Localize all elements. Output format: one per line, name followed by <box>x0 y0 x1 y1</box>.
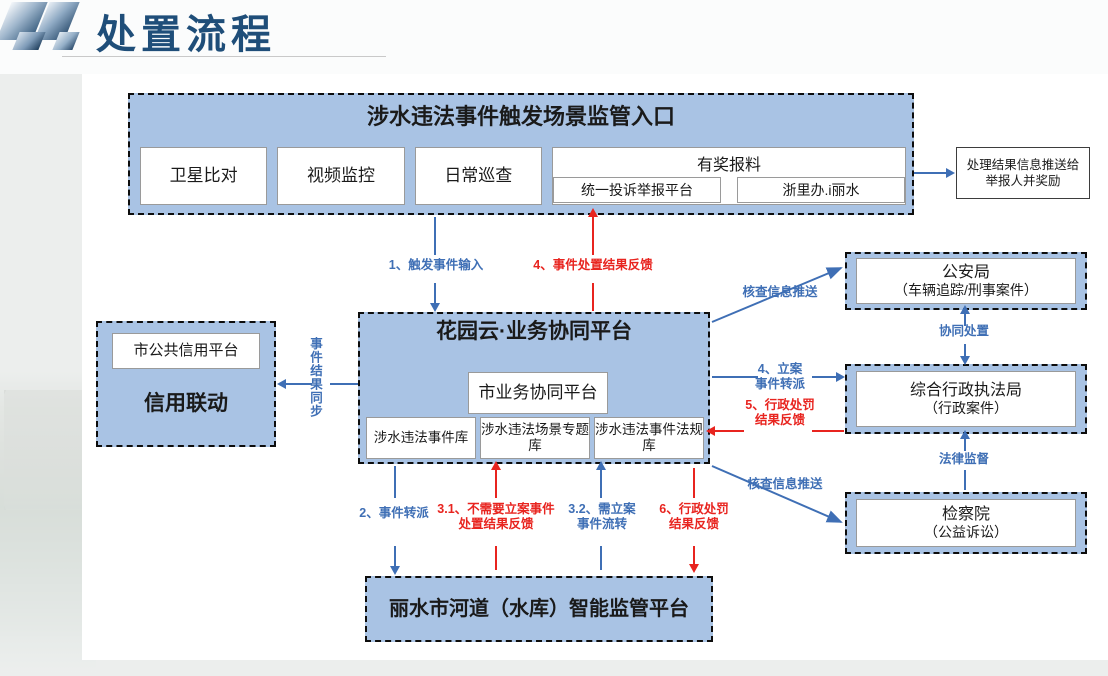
procuratorate-box[interactable]: 检察院 （公益诉讼） <box>856 499 1076 547</box>
conn-penalty6-lower <box>693 546 695 566</box>
center-inner-platform[interactable]: 市业务协同平台 <box>468 372 608 414</box>
source-video[interactable]: 视频监控 <box>277 147 405 205</box>
label-event-result-sync: 事件结果同步 <box>308 337 322 418</box>
conn-coop-lower <box>964 344 966 358</box>
channel-zhelibanisihui[interactable]: 浙里办.i丽水 <box>736 177 905 203</box>
label-trigger-input: 1、触发事件输入 <box>388 258 484 272</box>
conn-center-to-police <box>711 267 843 323</box>
conn-needcase-lower <box>600 546 602 570</box>
center-platform-title: 花园云·业务协同平台 <box>436 320 632 343</box>
label-penalty-feedback-5: 5、行政处罚 结果反馈 <box>745 398 815 427</box>
arrowhead-to-credit <box>277 379 286 389</box>
conn-legal-upper <box>964 437 966 451</box>
repo-event-library[interactable]: 涉水违法事件库 <box>366 417 476 459</box>
agency-node-police: 公安局 （车辆追踪/刑事案件） <box>845 252 1087 310</box>
conn-center-to-credit-left <box>286 383 312 385</box>
enforcement-name: 综合行政执法局 <box>909 382 1022 399</box>
conn-center-to-credit-right <box>330 383 358 385</box>
conn-penalty6-upper <box>693 468 695 498</box>
reward-push-text: 处理结果信息推送给 举报人并奖励 <box>967 157 1080 190</box>
bonus-report-title: 有奖报料 <box>696 157 761 174</box>
top-entry-node: 涉水违法事件触发场景监管入口 卫星比对 视频监控 日常巡查 有奖报料 统一投诉举… <box>128 93 914 215</box>
repo-scene-library[interactable]: 涉水违法场景专题库 <box>480 417 590 459</box>
source-bonus-report[interactable]: 有奖报料 统一投诉举报平台 浙里办.i丽水 <box>551 147 906 205</box>
conn-coop-upper <box>964 312 966 326</box>
bottom-platform-node: 丽水市河道（水库）智能监管平台 <box>365 576 713 642</box>
arrowhead-to-reward <box>946 168 955 178</box>
credit-linkage-label: 信用联动 <box>144 392 228 415</box>
conn-case-transfer-right <box>812 376 836 378</box>
arrowhead-trigger-input <box>430 303 440 312</box>
label-penalty-feedback-6: 6、行政处罚 结果反馈 <box>659 502 729 531</box>
credit-platform-node: 市公共信用平台 信用联动 <box>96 321 276 447</box>
label-no-case-feedback: 3.1、不需要立案事件 处置结果反馈 <box>437 502 555 531</box>
arrowhead-event-dispatch <box>390 566 400 575</box>
conn-nocase-upper <box>495 468 497 498</box>
arrowhead-coop-down <box>960 356 970 365</box>
procuratorate-scope: （公益诉讼） <box>924 524 1008 541</box>
conn-dispatch-upper <box>394 466 396 498</box>
conn-penalty5-left <box>714 430 744 432</box>
conn-feedback-lower <box>592 283 594 311</box>
arrowhead-result-feedback <box>588 208 598 217</box>
arrowhead-penalty-feedback-6 <box>689 564 699 573</box>
conn-center-to-procuratorate <box>711 465 843 523</box>
police-scope: （车辆追踪/刑事案件） <box>894 282 1038 299</box>
conn-case-transfer-left <box>712 376 758 378</box>
source-patrol[interactable]: 日常巡查 <box>414 147 542 205</box>
bonus-report-channels: 统一投诉举报平台 浙里办.i丽水 <box>552 177 905 203</box>
arrowhead-penalty5 <box>706 426 715 436</box>
reward-push-box: 处理结果信息推送给 举报人并奖励 <box>956 147 1090 199</box>
center-platform-node: 花园云·业务协同平台 市业务协同平台 涉水违法事件库 涉水违法场景专题库 涉水违… <box>358 312 710 464</box>
arrowhead-need-case-flow <box>596 461 606 470</box>
conn-needcase-upper <box>600 468 602 498</box>
arrowhead-legal-up <box>960 430 970 439</box>
public-credit-platform[interactable]: 市公共信用平台 <box>112 333 260 369</box>
center-repositories: 涉水违法事件库 涉水违法场景专题库 涉水违法事件法规库 <box>366 417 706 459</box>
conn-dispatch-lower <box>394 546 396 568</box>
source-satellite[interactable]: 卫星比对 <box>140 147 268 205</box>
conn-top-to-reward <box>914 172 946 174</box>
procuratorate-name: 检察院 <box>941 506 990 523</box>
label-result-feedback: 4、事件处置结果反馈 <box>533 258 653 272</box>
title-divider <box>62 56 386 57</box>
label-case-transfer: 4、立案 事件转派 <box>754 362 805 391</box>
conn-trigger-upper <box>434 217 436 255</box>
agency-node-enforcement: 综合行政执法局 （行政案件） <box>845 364 1087 434</box>
conn-nocase-lower <box>495 546 497 570</box>
agency-node-procuratorate: 检察院 （公益诉讼） <box>845 492 1087 554</box>
top-entry-title: 涉水违法事件触发场景监管入口 <box>366 104 675 129</box>
label-check-push-procuratorate: 核查信息推送 <box>747 477 823 491</box>
top-entry-sources: 卫星比对 视频监控 日常巡查 有奖报料 统一投诉举报平台 浙里办.i丽水 <box>140 147 906 205</box>
police-box[interactable]: 公安局 （车辆追踪/刑事案件） <box>856 258 1076 304</box>
conn-legal-lower <box>964 470 966 490</box>
channel-complaint-platform[interactable]: 统一投诉举报平台 <box>552 177 721 203</box>
label-event-dispatch: 2、事件转派 <box>359 506 429 520</box>
label-need-case-flow: 3.2、需立案 事件流转 <box>568 502 636 531</box>
background-photo <box>0 372 96 672</box>
reward-push-line2: 举报人并奖励 <box>985 174 1061 188</box>
conn-trigger-lower <box>434 283 436 305</box>
conn-penalty5-right <box>812 430 844 432</box>
reward-push-line1: 处理结果信息推送给 <box>966 157 1080 172</box>
conn-feedback-upper <box>592 217 594 255</box>
page-title: 处置流程 <box>96 12 276 57</box>
arrowhead-case-transfer <box>836 372 845 382</box>
enforcement-scope: （行政案件） <box>924 400 1008 417</box>
arrowhead-coop-up <box>960 305 970 314</box>
label-coop-handle: 协同处置 <box>938 324 989 338</box>
bottom-platform-title: 丽水市河道（水库）智能监管平台 <box>389 597 689 620</box>
slide-header: 处置流程 <box>0 0 1108 74</box>
police-name: 公安局 <box>941 264 990 281</box>
label-legal-supervise: 法律监督 <box>938 452 989 466</box>
label-check-push-police: 核查信息推送 <box>742 285 818 299</box>
repo-law-library[interactable]: 涉水违法事件法规库 <box>594 417 704 459</box>
header-strip <box>0 0 1108 74</box>
arrowhead-no-case-feedback <box>491 461 501 470</box>
enforcement-box[interactable]: 综合行政执法局 （行政案件） <box>856 371 1076 427</box>
